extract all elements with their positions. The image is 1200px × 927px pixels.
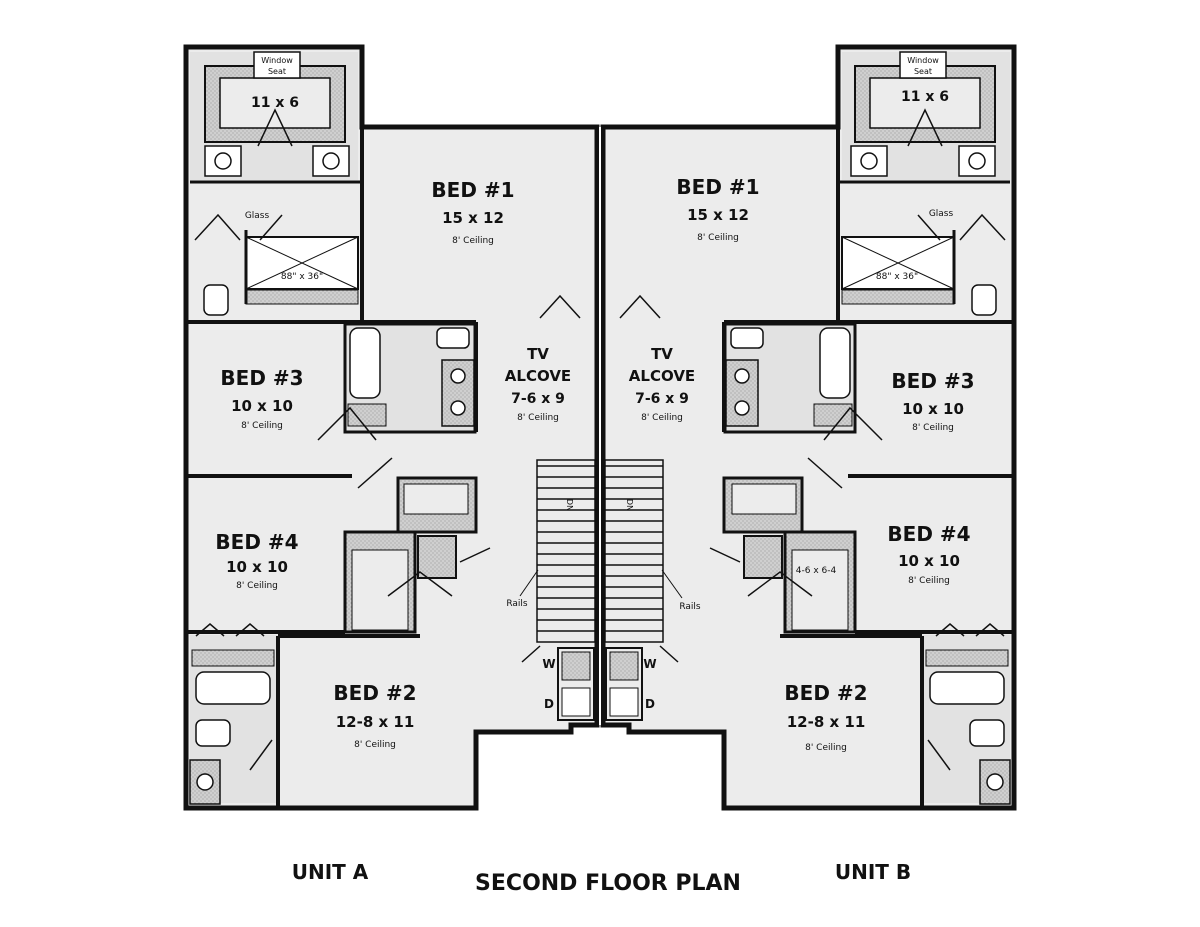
unit-a-window-seat-label-1: Window	[261, 56, 293, 65]
unit-b-exterior-wall	[600, 44, 1017, 811]
unit-a-window-seat-label-2: Seat	[268, 67, 286, 76]
unit-b-tv-line1: TV	[651, 345, 673, 363]
unit-a-label: UNIT A	[292, 860, 369, 884]
unit-a-tv-size: 7-6 x 9	[511, 391, 565, 407]
unit-b-bed4-size: 10 x 10	[898, 552, 960, 570]
unit-b-tv-ceiling: 8' Ceiling	[641, 413, 683, 423]
unit-b-bed4-name: BED #4	[887, 522, 970, 546]
unit-a-stair	[536, 459, 596, 643]
unit-a-bed3-size: 10 x 10	[231, 397, 293, 415]
unit-b-dryer-label: D	[645, 697, 655, 711]
unit-a-tv-ceiling: 8' Ceiling	[517, 413, 559, 423]
unit-b-shower-size: 88" x 36"	[876, 272, 918, 282]
unit-a-bed1-ceiling: 8' Ceiling	[452, 236, 494, 246]
unit-b-bed2-name: BED #2	[784, 681, 867, 705]
unit-a-dn-label: DN	[565, 499, 574, 511]
unit-b-bed3-ceiling: 8' Ceiling	[912, 423, 954, 433]
unit-b-bed1-name: BED #1	[676, 175, 759, 199]
unit-a-glass-label: Glass	[245, 211, 270, 221]
unit-b-tv-size: 7-6 x 9	[635, 391, 689, 407]
unit-a-shower-size: 88" x 36"	[281, 272, 323, 282]
unit-a-bed4-size: 10 x 10	[226, 558, 288, 576]
unit-a-bed1-size: 15 x 12	[442, 209, 504, 227]
unit-a-plan	[183, 44, 600, 811]
unit-a-washer-label: W	[542, 657, 555, 671]
unit-b-window-seat-label-1: Window	[907, 56, 939, 65]
unit-a-tv-line2: ALCOVE	[505, 367, 571, 385]
plan-title: SECOND FLOOR PLAN	[475, 871, 741, 896]
unit-b-rails-label: Rails	[679, 602, 701, 612]
stair-treads	[537, 465, 663, 632]
unit-b-dn-label: DN	[625, 499, 634, 511]
unit-a-bed4-name: BED #4	[215, 530, 298, 554]
unit-b-washer-label: W	[643, 657, 656, 671]
unit-b-glass-label: Glass	[929, 209, 954, 219]
unit-b-plan	[600, 44, 1017, 811]
unit-b-bed4-ceiling: 8' Ceiling	[908, 576, 950, 586]
unit-b-tv-line2: ALCOVE	[629, 367, 695, 385]
unit-b-window-seat-label-2: Seat	[914, 67, 932, 76]
unit-a-dryer-label: D	[544, 697, 554, 711]
unit-a-bed2-ceiling: 8' Ceiling	[354, 740, 396, 750]
unit-b-closet-size: 4-6 x 6-4	[796, 566, 837, 576]
unit-b-label: UNIT B	[835, 860, 911, 884]
unit-b-bed1-size: 15 x 12	[687, 206, 749, 224]
unit-a-bed2-name: BED #2	[333, 681, 416, 705]
unit-b-bed3-name: BED #3	[891, 369, 974, 393]
unit-b-bed2-size: 12-8 x 11	[787, 713, 866, 731]
unit-a-bed4-ceiling: 8' Ceiling	[236, 581, 278, 591]
unit-b-bed1-ceiling: 8' Ceiling	[697, 233, 739, 243]
unit-b-labels: Window Seat 11 x 6 Glass 88" x 36" BED #…	[625, 56, 975, 753]
unit-a-tv-line1: TV	[527, 345, 549, 363]
unit-b-bed2-ceiling: 8' Ceiling	[805, 743, 847, 753]
unit-a-bed2-size: 12-8 x 11	[336, 713, 415, 731]
unit-b-window-seat-size: 11 x 6	[901, 89, 949, 105]
unit-a-bed3-ceiling: 8' Ceiling	[241, 421, 283, 431]
unit-a-exterior-wall	[183, 44, 600, 811]
unit-a-rails-label: Rails	[506, 599, 528, 609]
unit-b-bed3-size: 10 x 10	[902, 400, 964, 418]
unit-a-labels: Window Seat 11 x 6 Glass 88" x 36" BED #…	[215, 56, 574, 750]
unit-b-stair	[604, 459, 664, 643]
unit-a-bed1-name: BED #1	[431, 178, 514, 202]
unit-a-window-seat-size: 11 x 6	[251, 95, 299, 111]
unit-a-bed3-name: BED #3	[220, 366, 303, 390]
